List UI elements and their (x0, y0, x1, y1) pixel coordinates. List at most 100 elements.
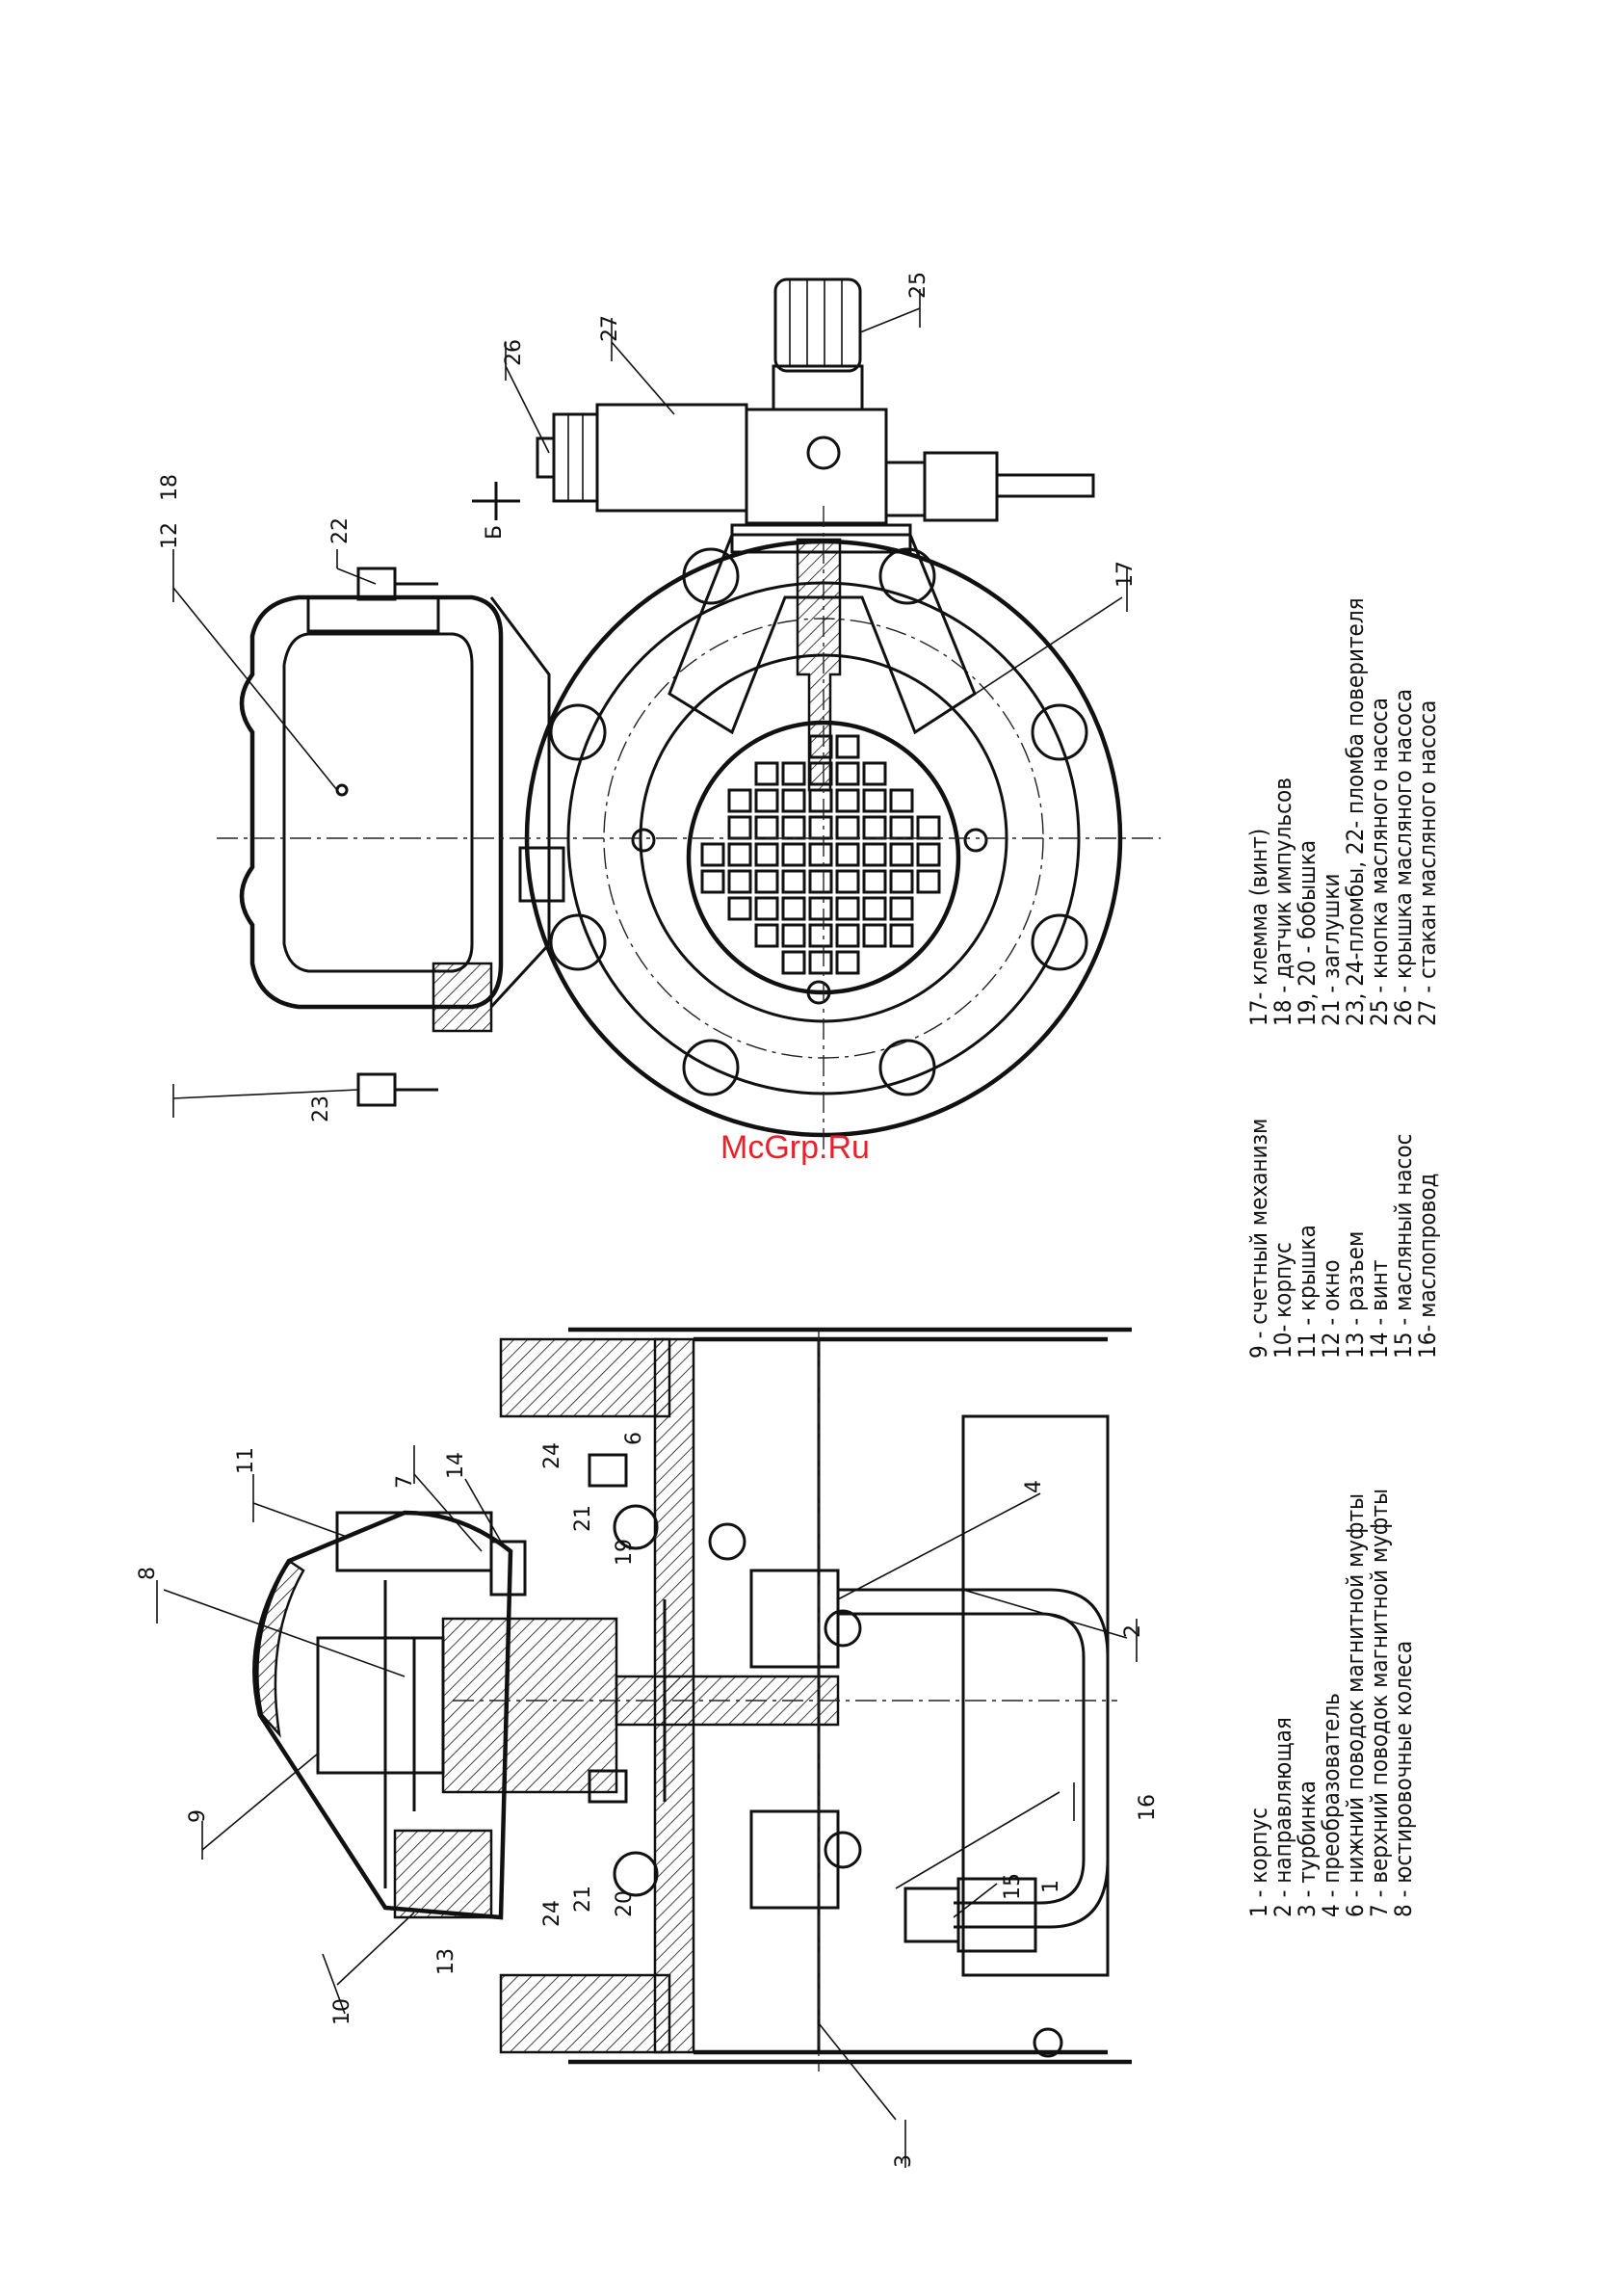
legend-col3: 17- клемма (винт) 18 - датчик импульсов … (1245, 597, 1441, 1026)
legend-item: 6 - нижний поводок магнитной муфты (1342, 1493, 1369, 1917)
turbine-grid-cell (754, 896, 779, 921)
callout-label: 11 (234, 1447, 258, 1474)
turbine-grid-cell (808, 815, 833, 840)
turbine-grid-cell (700, 869, 725, 894)
turbine-grid-cell (889, 842, 914, 867)
legend-item: 26 - крышка масляного насоса (1390, 689, 1417, 1026)
legend-item: 14 - винт (1366, 1260, 1393, 1359)
legend-item: 21 - заглушки (1318, 874, 1345, 1026)
callout-label: 20 (613, 1890, 637, 1917)
turbine-grid-cell (781, 869, 806, 894)
callout-label: 8 (136, 1567, 160, 1580)
legend-item: 27 - стакан масляного насоса (1414, 700, 1441, 1026)
turbine-grid-cell (754, 815, 779, 840)
legend-item: 13 - разъем (1342, 1231, 1369, 1359)
callout-label: 18 (158, 474, 182, 501)
turbine-grid-cell (835, 950, 860, 975)
callout-label: 2 (1121, 1624, 1145, 1638)
callout-label: 16 (1136, 1794, 1160, 1821)
legend-item: 17- клемма (винт) (1245, 829, 1272, 1026)
bolt-holes (549, 547, 1088, 1096)
turbine-grid-cell (835, 788, 860, 813)
callout-label: 1 (1039, 1880, 1063, 1893)
turbine-grid-cell (781, 761, 806, 786)
turbine-grid-cell (916, 815, 941, 840)
legend-item: 8 - юстировочные колеса (1390, 1641, 1417, 1917)
legend-item: 1 - корпус (1245, 1808, 1272, 1917)
turbine-grid-cell (700, 842, 725, 867)
callout-label: 21 (571, 1886, 595, 1913)
turbine-grid-cell (754, 842, 779, 867)
legend-item: 16- маслопровод (1414, 1174, 1441, 1359)
turbine-grid-cell (835, 761, 860, 786)
callout-label: 27 (598, 315, 622, 342)
watermark: McGrp.Ru (720, 1129, 870, 1166)
legend-item: 15 - масляный насос (1390, 1133, 1417, 1359)
callout-label: 9 (186, 1809, 210, 1823)
turbine-grid-cell (727, 815, 752, 840)
turbine-grid-cell (781, 842, 806, 867)
legend-item: 11 - крышка (1294, 1225, 1321, 1359)
turbine-grid-cell (862, 896, 887, 921)
counter-head (239, 594, 565, 1033)
turbine-grid-cell (781, 923, 806, 948)
turbine-grid-cell (835, 923, 860, 948)
legend-item: 18 - датчик импульсов (1270, 778, 1296, 1026)
turbine-grid-cell (862, 842, 887, 867)
turbine-grid-cell (808, 788, 833, 813)
callout-label: 3 (892, 2154, 916, 2168)
legend-item: 25 - кнопка масляного насоса (1366, 698, 1393, 1026)
turbine-grid-cell (889, 815, 914, 840)
legend-col2: 9 - счетный механизм 10- корпус 11 - кры… (1245, 1119, 1441, 1359)
turbine-grid-cell (781, 896, 806, 921)
turbine-grid-cell (835, 896, 860, 921)
end-view (217, 277, 1161, 1151)
turbine-grid-cell (889, 788, 914, 813)
legend-item: 7 - верхний поводок магнитной муфты (1366, 1489, 1393, 1917)
turbine-grid-cell (862, 761, 887, 786)
turbine-grid-cell (808, 842, 833, 867)
turbine-grid-cell (808, 896, 833, 921)
turbine-grid-cell (889, 923, 914, 948)
turbine-grid-cell (862, 869, 887, 894)
turbine-grid-cell (754, 761, 779, 786)
legend: 1 - корпус 2 - направляющая 3 - турбинка… (1245, 597, 1441, 1917)
callout-label: 7 (393, 1475, 417, 1489)
turbine-grid-cell (862, 815, 887, 840)
turbine-grid-cell (727, 869, 752, 894)
callout-label: 10 (330, 1998, 354, 2025)
turbine-grid-cell (889, 869, 914, 894)
callout-label: 15 (1001, 1873, 1025, 1900)
callout-label: 23 (309, 1095, 333, 1122)
legend-item: 23, 24-пломбы, 22- пломба поверителя (1342, 597, 1369, 1026)
callout-label: 26 (502, 339, 526, 366)
turbine-grid-cell (754, 869, 779, 894)
callout-leaders (156, 289, 1138, 2168)
turbine-grid-cell (754, 788, 779, 813)
turbine-grid-cell (808, 950, 833, 975)
turbine-grid-cell (916, 842, 941, 867)
legend-item: 3 - турбинка (1294, 1781, 1321, 1917)
callout-label: 4 (1022, 1480, 1046, 1493)
side-section-view (252, 1327, 1132, 2072)
turbine-grid-cell (835, 869, 860, 894)
callout-label: 12 (158, 522, 182, 549)
callout-label: 25 (906, 272, 930, 299)
turbine-grid-cell (727, 788, 752, 813)
turbine-grid-cell (916, 869, 941, 894)
callout-labels: 10 13 9 8 11 7 14 24 21 19 6 2 4 24 21 2… (136, 272, 1160, 2168)
turbine-grid-cell (754, 923, 779, 948)
legend-item: 19, 20 - бобышка (1294, 840, 1321, 1026)
turbine-grid-cell (808, 923, 833, 948)
legend-item: 2 - направляющая (1270, 1717, 1296, 1917)
knurled-knob (789, 279, 843, 366)
callout-label: 21 (571, 1505, 595, 1532)
legend-item: 10- корпус (1270, 1242, 1296, 1359)
callout-label: 24 (540, 1442, 564, 1469)
callout-label: 19 (613, 1539, 637, 1566)
turbine-grid-cell (862, 923, 887, 948)
turbine-grid-cell (889, 896, 914, 921)
callout-label: 22 (328, 517, 353, 544)
callout-label: 14 (444, 1452, 468, 1479)
